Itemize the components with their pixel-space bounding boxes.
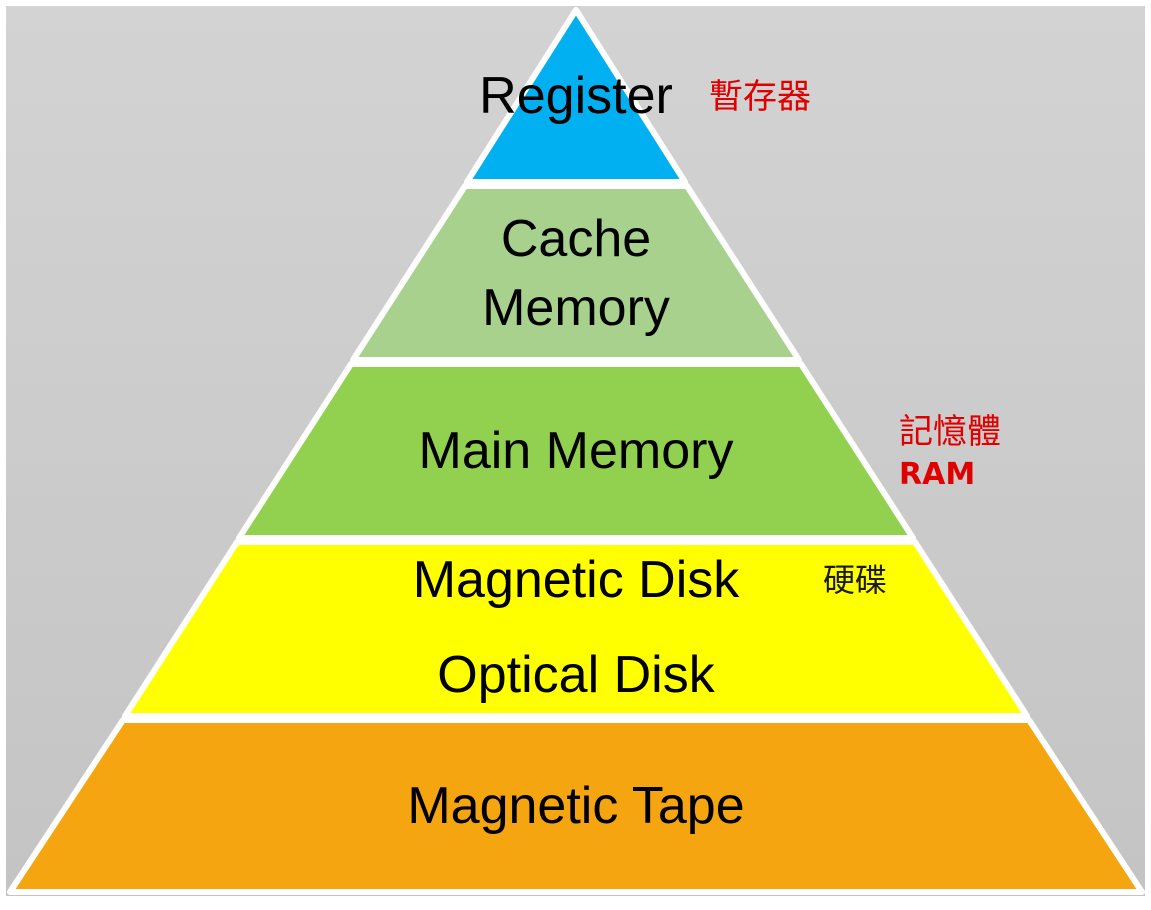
disk-annotation-zh: 硬碟 xyxy=(823,561,887,599)
main-memory-annotation-zh: 記憶體 xyxy=(899,412,1001,452)
register-annotation-zh: 暫存器 xyxy=(709,77,811,117)
main-memory-label: Main Memory xyxy=(419,422,734,480)
cache-label-line1: Cache xyxy=(501,210,651,268)
tier-register xyxy=(464,7,688,185)
optical-disk-label: Optical Disk xyxy=(437,646,715,704)
tier-main-memory xyxy=(236,361,916,541)
magnetic-disk-label: Magnetic Disk xyxy=(413,551,741,609)
tier-cache-memory xyxy=(350,183,802,363)
register-label: Register xyxy=(479,67,673,125)
tier-magnetic-tape xyxy=(7,717,1145,895)
tier-disk xyxy=(122,539,1030,719)
cache-label-line2: Memory xyxy=(482,279,670,337)
main-memory-annotation-ram: RAM xyxy=(899,457,975,492)
magnetic-tape-label: Magnetic Tape xyxy=(407,777,744,835)
